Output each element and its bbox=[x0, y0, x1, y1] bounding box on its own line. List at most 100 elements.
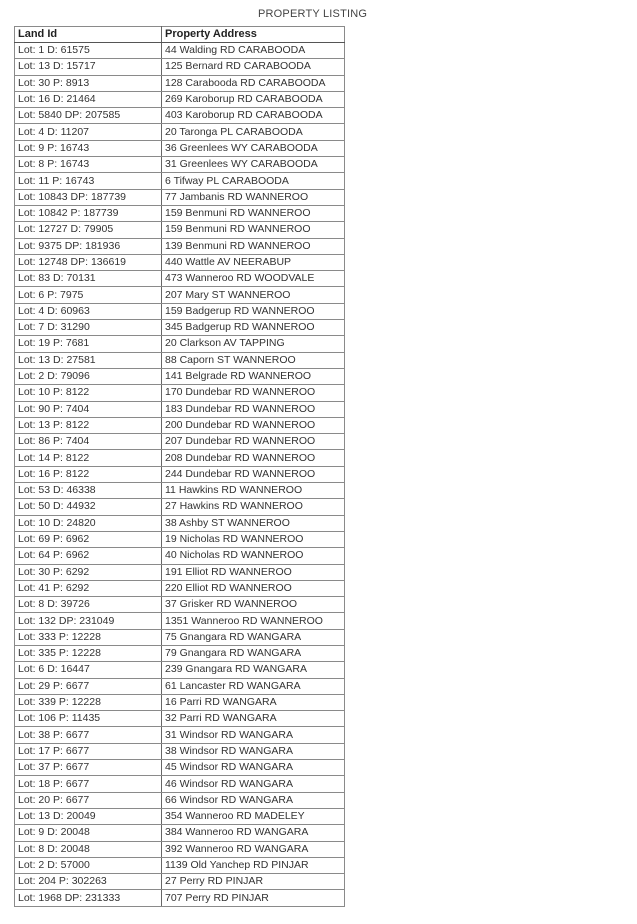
property-address-cell: 239 Gnangara RD WANGARA bbox=[161, 661, 345, 679]
property-address-cell: 45 Windsor RD WANGARA bbox=[161, 759, 345, 777]
property-address-cell: 403 Karoborup RD CARABOODA bbox=[161, 107, 345, 125]
land-id-cell: Lot: 12748 DP: 136619 bbox=[14, 253, 162, 272]
land-id-cell: Lot: 6 D: 16447 bbox=[14, 661, 162, 679]
land-id-cell: Lot: 2 D: 57000 bbox=[14, 856, 162, 875]
property-address-cell: 183 Dundebar RD WANNEROO bbox=[161, 400, 345, 418]
land-id-cell: Lot: 4 D: 60963 bbox=[14, 302, 162, 321]
land-id-cell: Lot: 16 D: 21464 bbox=[14, 90, 162, 109]
land-id-cell: Lot: 2 D: 79096 bbox=[14, 367, 162, 386]
land-id-cell: Lot: 37 P: 6677 bbox=[14, 759, 162, 777]
land-id-cell: Lot: 12727 D: 79905 bbox=[14, 221, 162, 239]
land-id-cell: Lot: 132 DP: 231049 bbox=[14, 612, 162, 630]
land-id-cell: Lot: 83 D: 70131 bbox=[14, 270, 162, 288]
property-table: Land Id Property Address Lot: 1 D: 61575… bbox=[14, 26, 345, 907]
land-id-cell: Lot: 30 P: 6292 bbox=[14, 563, 162, 581]
property-address-cell: 46 Windsor RD WANGARA bbox=[161, 775, 345, 793]
land-id-cell: Lot: 8 D: 39726 bbox=[14, 596, 162, 614]
property-address-cell: 473 Wanneroo RD WOODVALE bbox=[161, 270, 345, 288]
land-id-cell: Lot: 1 D: 61575 bbox=[14, 41, 162, 60]
property-address-cell: 27 Hawkins RD WANNEROO bbox=[161, 498, 345, 516]
land-id-cell: Lot: 9375 DP: 181936 bbox=[14, 237, 162, 255]
land-id-cell: Lot: 7 D: 31290 bbox=[14, 319, 162, 337]
property-address-cell: 141 Belgrade RD WANNEROO bbox=[161, 367, 345, 386]
property-address-cell: 354 Wanneroo RD MADELEY bbox=[161, 807, 345, 826]
property-address-cell: 38 Windsor RD WANGARA bbox=[161, 742, 345, 761]
land-id-cell: Lot: 106 P: 11435 bbox=[14, 710, 162, 728]
land-id-cell: Lot: 10 P: 8122 bbox=[14, 384, 162, 402]
land-id-cell: Lot: 30 P: 8913 bbox=[14, 74, 162, 92]
land-id-cell: Lot: 38 P: 6677 bbox=[14, 726, 162, 744]
table-header-row: Land Id Property Address bbox=[14, 26, 345, 43]
property-address-cell: 61 Lancaster RD WANGARA bbox=[161, 677, 345, 695]
property-address-cell: 220 Elliot RD WANNEROO bbox=[161, 579, 345, 598]
property-address-cell: 159 Badgerup RD WANNEROO bbox=[161, 302, 345, 321]
property-address-cell: 38 Ashby ST WANNEROO bbox=[161, 514, 345, 532]
land-id-cell: Lot: 17 P: 6677 bbox=[14, 742, 162, 761]
property-address-cell: 79 Gnangara RD WANGARA bbox=[161, 644, 345, 663]
land-id-cell: Lot: 1968 DP: 231333 bbox=[14, 889, 162, 907]
land-id-cell: Lot: 13 P: 8122 bbox=[14, 416, 162, 435]
property-address-cell: 32 Parri RD WANGARA bbox=[161, 710, 345, 728]
land-id-cell: Lot: 10843 DP: 187739 bbox=[14, 188, 162, 206]
property-address-cell: 44 Walding RD CARABOODA bbox=[161, 41, 345, 60]
land-id-cell: Lot: 86 P: 7404 bbox=[14, 433, 162, 451]
property-address-cell: 208 Dundebar RD WANNEROO bbox=[161, 449, 345, 467]
property-address-cell: 200 Dundebar RD WANNEROO bbox=[161, 416, 345, 435]
land-id-cell: Lot: 90 P: 7404 bbox=[14, 400, 162, 418]
property-address-cell: 16 Parri RD WANGARA bbox=[161, 693, 345, 712]
property-address-cell: 345 Badgerup RD WANNEROO bbox=[161, 319, 345, 337]
property-address-cell: 77 Jambanis RD WANNEROO bbox=[161, 188, 345, 206]
property-address-cell: 1351 Wanneroo RD WANNEROO bbox=[161, 612, 345, 630]
land-id-cell: Lot: 13 D: 15717 bbox=[14, 58, 162, 76]
property-address-cell: 31 Windsor RD WANGARA bbox=[161, 726, 345, 744]
page-title: PROPERTY LISTING bbox=[258, 8, 368, 20]
land-id-cell: Lot: 5840 DP: 207585 bbox=[14, 107, 162, 125]
land-id-cell: Lot: 6 P: 7975 bbox=[14, 286, 162, 304]
property-address-cell: 66 Windsor RD WANGARA bbox=[161, 791, 345, 809]
property-address-cell: 36 Greenlees WY CARABOODA bbox=[161, 139, 345, 158]
property-address-cell: 75 Gnangara RD WANGARA bbox=[161, 628, 345, 646]
property-address-cell: 159 Benmuni RD WANNEROO bbox=[161, 204, 345, 223]
land-id-cell: Lot: 9 D: 20048 bbox=[14, 824, 162, 842]
land-id-cell: Lot: 8 D: 20048 bbox=[14, 840, 162, 858]
property-address-cell: 27 Perry RD PINJAR bbox=[161, 873, 345, 891]
property-address-cell: 20 Clarkson AV TAPPING bbox=[161, 335, 345, 353]
property-address-cell: 207 Dundebar RD WANNEROO bbox=[161, 433, 345, 451]
property-address-cell: 128 Carabooda RD CARABOODA bbox=[161, 74, 345, 92]
property-address-cell: 159 Benmuni RD WANNEROO bbox=[161, 221, 345, 239]
land-id-cell: Lot: 204 P: 302263 bbox=[14, 873, 162, 891]
property-address-cell: 125 Bernard RD CARABOODA bbox=[161, 58, 345, 76]
land-id-cell: Lot: 10 D: 24820 bbox=[14, 514, 162, 532]
column-header-property-address: Property Address bbox=[161, 26, 345, 43]
